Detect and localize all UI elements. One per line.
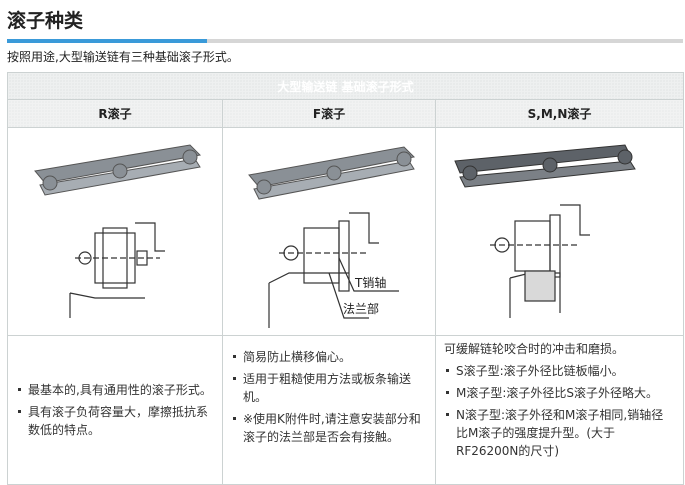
- r-roller-description: 最基本的,具有通用性的滚子形式。 具有滚子负荷容量大，摩擦抵抗系数低的特点。: [7, 335, 223, 485]
- page-title: 滚子种类: [7, 10, 84, 32]
- list-item: M滚子型:滚子外径比S滚子外径略大。: [446, 384, 675, 402]
- table-header: 大型输送链 基础滚子形式: [7, 72, 684, 100]
- title-underline: [7, 39, 683, 43]
- list-item: 简易防止横移偏心。: [233, 348, 427, 366]
- r-roller-image: [7, 127, 223, 336]
- f-roller-description: 简易防止横移偏心。 适用于粗糙使用方法或板条输送机。 ※使用K附件时,请注意安装…: [222, 335, 436, 485]
- smn-lead-text: 可缓解链轮咬合时的冲击和磨损。: [444, 342, 625, 356]
- col-header-smn: S,M,N滚子: [435, 99, 684, 128]
- col-header-f: F滚子: [222, 99, 436, 128]
- list-item: 适用于粗糙使用方法或板条输送机。: [233, 370, 427, 406]
- list-item: N滚子型:滚子外径和M滚子相同,销轴径比M滚子的强度提升型。(大于RF26200…: [446, 406, 675, 460]
- list-item: S滚子型:滚子外径比链板幅小。: [446, 362, 675, 380]
- t-pin-label: T销轴: [355, 276, 387, 290]
- roller-types-table: 大型输送链 基础滚子形式 R滚子 F滚子 S,M,N滚子 T销轴 法兰部: [7, 72, 684, 485]
- smn-roller-image: [435, 127, 684, 336]
- list-item: ※使用K附件时,请注意安装部分和滚子的法兰部是否会有接触。: [233, 410, 427, 446]
- col-header-r: R滚子: [7, 99, 223, 128]
- smn-roller-description: 可缓解链轮咬合时的冲击和磨损。 S滚子型:滚子外径比链板幅小。 M滚子型:滚子外…: [435, 335, 684, 485]
- flange-label: 法兰部: [343, 302, 380, 316]
- list-item: 最基本的,具有通用性的滚子形式。: [18, 381, 214, 399]
- list-item: 具有滚子负荷容量大，摩擦抵抗系数低的特点。: [18, 403, 214, 439]
- f-roller-image: T销轴 法兰部: [222, 127, 436, 336]
- intro-text: 按照用途,大型输送链有三种基础滚子形式。: [7, 50, 239, 64]
